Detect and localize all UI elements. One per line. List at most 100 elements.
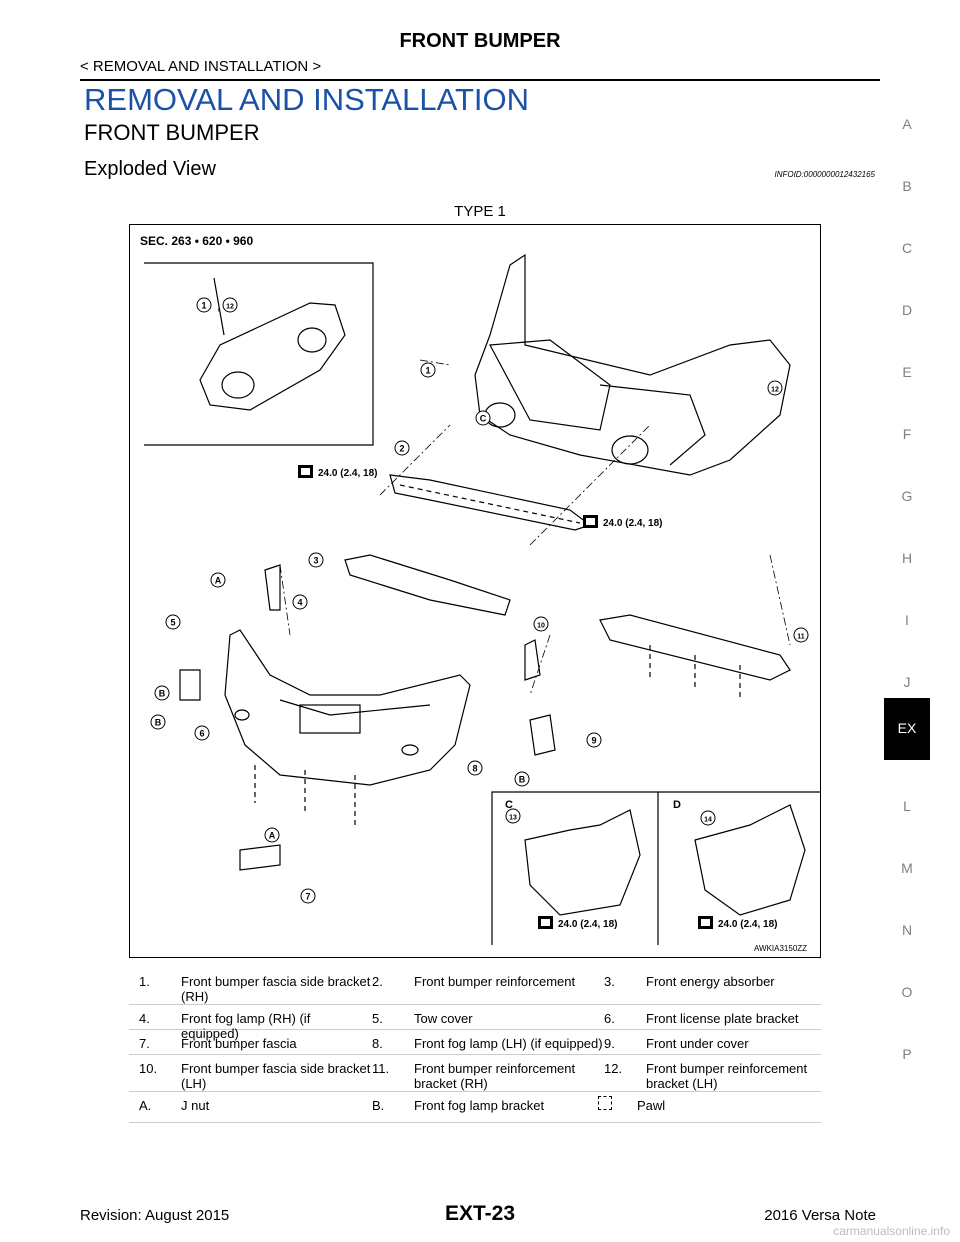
legend-item-number: 3. [604,974,615,989]
callout-circle [586,732,602,748]
legend-item-number: 9. [604,1036,615,1051]
callout-label: 7 [305,892,310,902]
callout-5: 5 [165,614,181,630]
legend-item-number: 5. [372,1011,383,1026]
legend-row: 10.Front bumper fascia side bracket (LH)… [129,1055,821,1092]
legend-item-number: B. [372,1098,385,1113]
figure-type-label: TYPE 1 [454,203,506,220]
legend-row: 4.Front fog lamp (RH) (if equipped)5.Tow… [129,1005,821,1041]
legend-item-number: 7. [139,1036,150,1051]
legend-item-text: Front bumper fascia side bracket (LH) [181,1061,371,1091]
callout-circle [292,594,308,610]
callout-a: A [264,827,280,843]
legend-item-number: 11. [372,1061,390,1076]
callout-circle [475,410,491,426]
page-number: EXT-23 [444,1202,516,1225]
callout-b: B [154,685,170,701]
legend-item-text: J nut [181,1098,210,1113]
callout-label: 8 [472,764,477,774]
callout-circle [505,808,521,824]
callout-4: 4 [292,594,308,610]
parts-legend: 1.Front bumper fascia side bracket (RH)2… [129,968,821,1123]
side-index-tab-b[interactable]: B [902,178,912,194]
callout-6: 6 [194,725,210,741]
callout-9: 9 [586,732,602,748]
callout-label: 13 [509,815,517,822]
energy-absorber [344,554,511,616]
torque-spec-text: 24.0 (2.4, 18) [318,468,377,479]
side-index-tab-l[interactable]: L [903,798,911,814]
callout-label: 1 [201,301,206,311]
callout-circle [150,714,166,730]
watermark: carmanualsonline.info [833,1224,950,1238]
header-divider [80,79,880,81]
inset-bracket-detail [144,262,374,446]
reinforcement-bracket [599,614,791,700]
side-index-tab-p[interactable]: P [902,1046,912,1062]
callout-circle [210,572,226,588]
side-index-tab-c[interactable]: C [901,240,913,256]
torque-spec-4: 24.0 (2.4, 18) [698,916,777,930]
leader-lines [279,359,791,696]
side-index-tab-d[interactable]: D [901,302,913,318]
callout-circle [196,297,212,313]
callout-c: C [475,410,491,426]
reinforcement-bar [389,474,592,531]
callout-label: 12 [771,387,779,394]
side-index-tab-f[interactable]: F [902,426,912,442]
side-index-active-tab[interactable]: EX [884,698,930,760]
side-index-tab-i[interactable]: I [905,612,909,628]
callout-circle [467,760,483,776]
callout-circle [222,297,238,313]
info-id: INFOID:0000000012432165 [774,170,875,179]
callout-8: 8 [467,760,483,776]
callout-label: 12 [226,304,234,311]
callout-10: 10 [533,616,549,632]
callout-circle [300,888,316,904]
figure-code: AWKIA3150ZZ [754,944,807,953]
callout-12: 12 [222,297,238,313]
callout-label: 2 [399,444,404,454]
side-index-tab-a[interactable]: A [902,116,912,132]
exploded-view-figure: SEC. 263 • 620 • 960 [129,224,821,958]
callout-circle [793,627,809,643]
callout-b: B [514,771,530,787]
callout-circle [165,614,181,630]
callout-label: 3 [313,556,318,566]
side-index-tab-o[interactable]: O [901,984,913,1000]
legend-item-text: Front fog lamp (RH) (if equipped) [181,1011,311,1041]
side-index-tab-g[interactable]: G [901,488,913,504]
exploded-view-drawing: SEC. 263 • 620 • 960 [140,234,820,953]
pawl-symbol-icon [598,1096,612,1110]
running-header-title: FRONT BUMPER [399,30,561,52]
legend-row: 1.Front bumper fascia side bracket (RH)2… [129,968,821,1005]
legend-item-text: Front fog lamp (LH) (if equipped) [414,1036,603,1051]
callout-label: 11 [797,634,805,641]
side-index-active-label: EX [897,720,917,736]
side-index-tab-n[interactable]: N [901,922,913,938]
side-index-tab-e[interactable]: E [902,364,912,380]
legend-item-text: Tow cover [414,1011,473,1026]
legend-item-text: Front bumper fascia [181,1036,297,1051]
legend-item-text: Pawl [637,1098,666,1113]
callout-circle [700,810,716,826]
callout-13: 13 [505,808,521,824]
legend-item-number: 12. [604,1061,623,1076]
inset-d-label: D [673,799,681,811]
callout-comma: , [217,299,220,313]
callout-circle [154,685,170,701]
torque-spec-2: 24.0 (2.4, 18) [583,515,662,529]
callout-14: 14 [700,810,716,826]
side-index-tab-j[interactable]: J [903,674,911,690]
legend-item-text: Front energy absorber [646,974,775,989]
callout-circle [264,827,280,843]
callout-label: B [155,718,162,728]
subsection-title: FRONT BUMPER [84,120,260,145]
legend-item-text: Front bumper fascia side bracket (RH) [181,974,371,1004]
side-index-tab-h[interactable]: H [901,550,913,566]
side-index-tab-m[interactable]: M [901,860,913,876]
callout-1: 1 [420,362,436,378]
insets-c-d [491,791,820,945]
callout-label: 10 [537,623,545,630]
